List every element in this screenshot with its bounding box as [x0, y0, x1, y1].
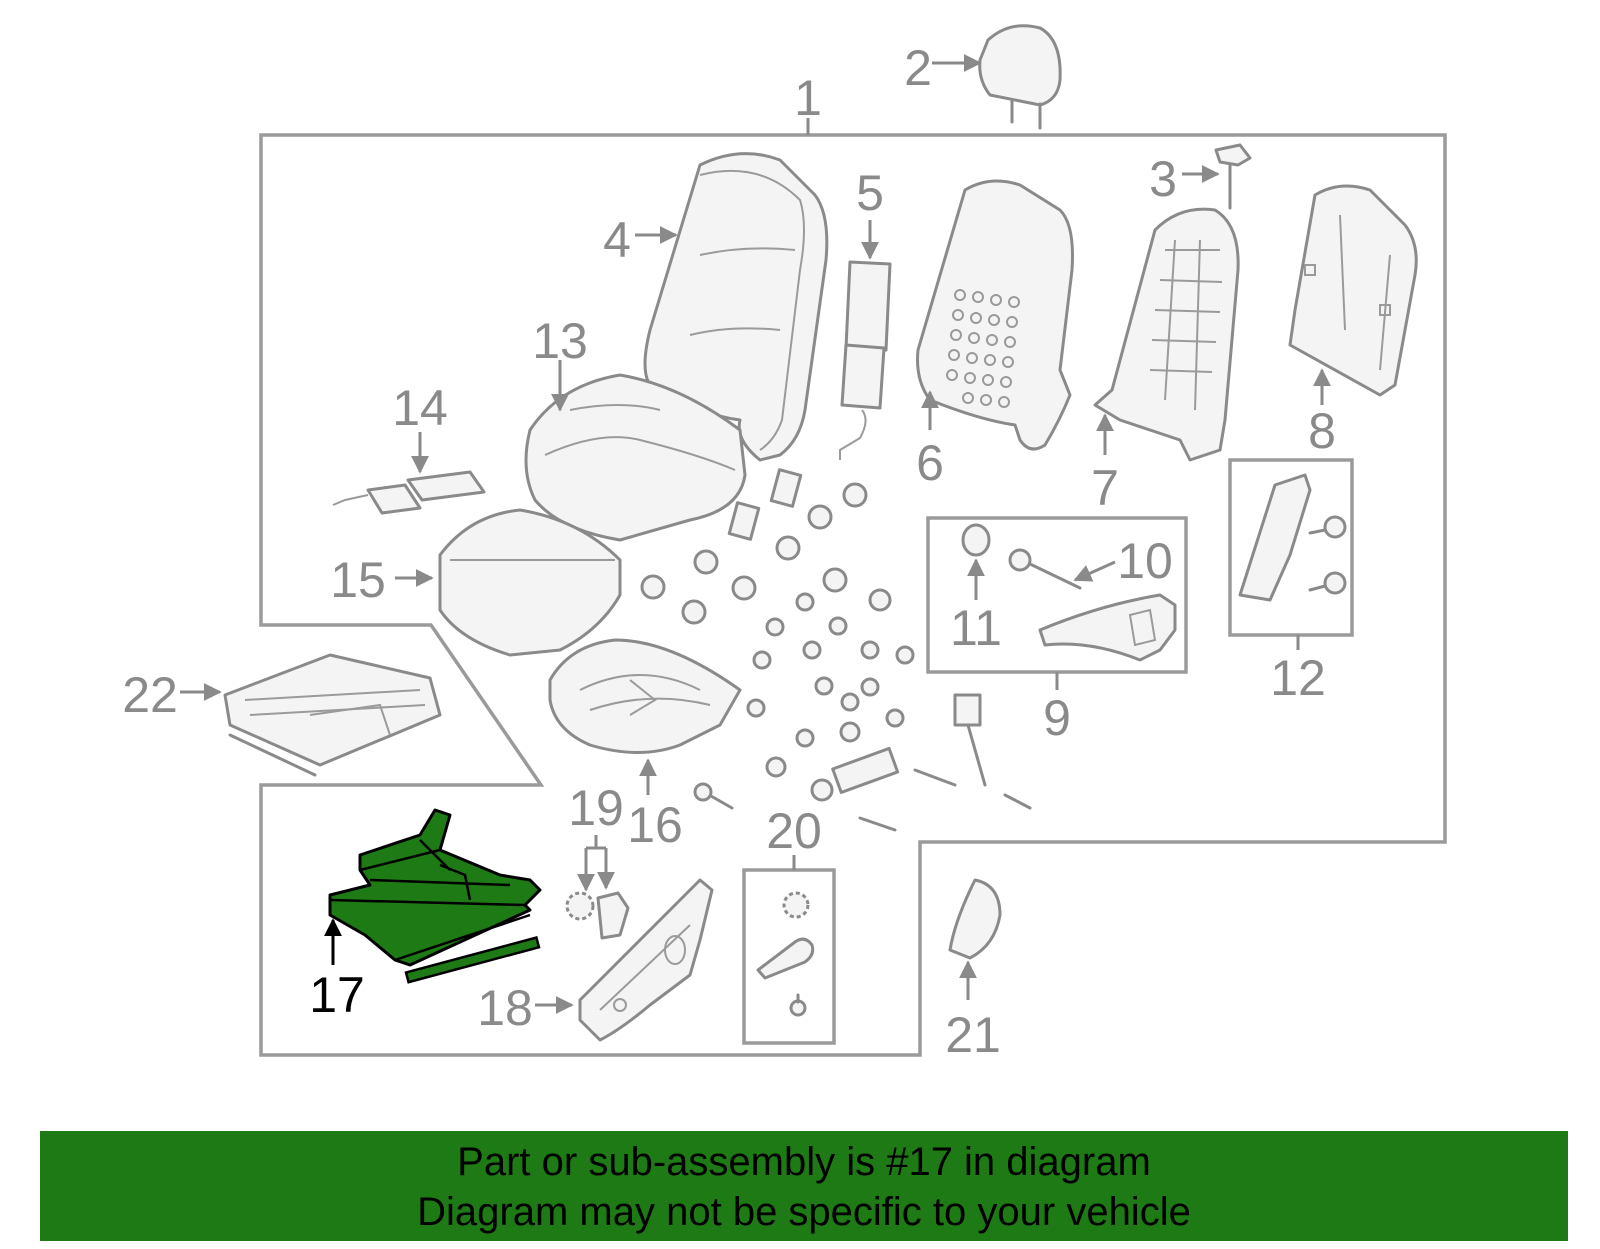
part-8-back-panel[interactable]: [1288, 184, 1418, 397]
part-2-headrest[interactable]: [978, 24, 1062, 130]
callout-17: 17: [309, 967, 365, 1023]
callout-5: 5: [856, 165, 884, 221]
callout-6: 6: [916, 435, 944, 491]
assembly-frame: [259, 133, 1447, 1057]
part-14-sensor-mat[interactable]: [332, 470, 486, 515]
callout-20: 20: [766, 803, 822, 859]
part-10-bolt[interactable]: [1008, 548, 1082, 590]
part-3-guide[interactable]: [1214, 143, 1252, 210]
part-9-armrest[interactable]: [1038, 593, 1177, 662]
callout-12: 12: [1270, 650, 1326, 706]
callout-14: 14: [392, 380, 448, 436]
callout-19: 19: [568, 780, 624, 836]
group-box-20: [742, 868, 836, 1045]
part-18-side-cover[interactable]: [578, 878, 714, 1042]
callout-18: 18: [477, 980, 533, 1036]
banner-line-1: Part or sub-assembly is #17 in diagram: [457, 1140, 1151, 1184]
part-22-seat-track[interactable]: [223, 653, 442, 777]
seat-parts-diagram: 1 2 3 4 5 6 7 8 9 10 11 12 13 14 15 16 1…: [122, 24, 1447, 1063]
callout-22: 22: [122, 667, 178, 723]
part-6-back-pad[interactable]: [916, 179, 1074, 451]
callout-3: 3: [1149, 151, 1177, 207]
part-13-cushion-cover[interactable]: [524, 373, 747, 542]
callout-7: 7: [1091, 460, 1119, 516]
callout-15: 15: [330, 552, 386, 608]
back-pad-perforations: [946, 289, 1020, 408]
callout-13: 13: [532, 313, 588, 369]
info-banner: Part or sub-assembly is #17 in diagram D…: [40, 1131, 1568, 1241]
callout-9: 9: [1043, 690, 1071, 746]
group-box-12: [1228, 458, 1354, 637]
banner-line-2: Diagram may not be specific to your vehi…: [417, 1190, 1191, 1234]
part-20-recliner-handle[interactable]: [756, 891, 815, 1017]
callout-2: 2: [904, 40, 932, 96]
part-5-heater[interactable]: [839, 260, 892, 460]
part-4-back-cover[interactable]: [643, 152, 829, 462]
part-12-side-cover[interactable]: [1238, 473, 1347, 602]
hardware-fasteners: [640, 468, 1032, 832]
callout-1: 1: [794, 70, 822, 126]
callout-10: 10: [1117, 533, 1173, 589]
callout-21: 21: [945, 1007, 1001, 1063]
part-19-gear-and-clip[interactable]: [565, 891, 630, 940]
part-11-cap[interactable]: [961, 523, 991, 557]
callout-4: 4: [603, 212, 631, 268]
callout-16: 16: [627, 797, 683, 853]
part-16-cushion-pan[interactable]: [548, 638, 742, 754]
leader-10: [1073, 560, 1116, 582]
part-7-back-frame[interactable]: [1093, 207, 1240, 462]
callout-8: 8: [1308, 403, 1336, 459]
part-21-cap[interactable]: [948, 878, 1002, 960]
callout-11: 11: [950, 600, 1002, 656]
part-15-cushion-pad[interactable]: [438, 508, 622, 657]
part-17-cushion-frame-highlighted[interactable]: [328, 808, 542, 984]
